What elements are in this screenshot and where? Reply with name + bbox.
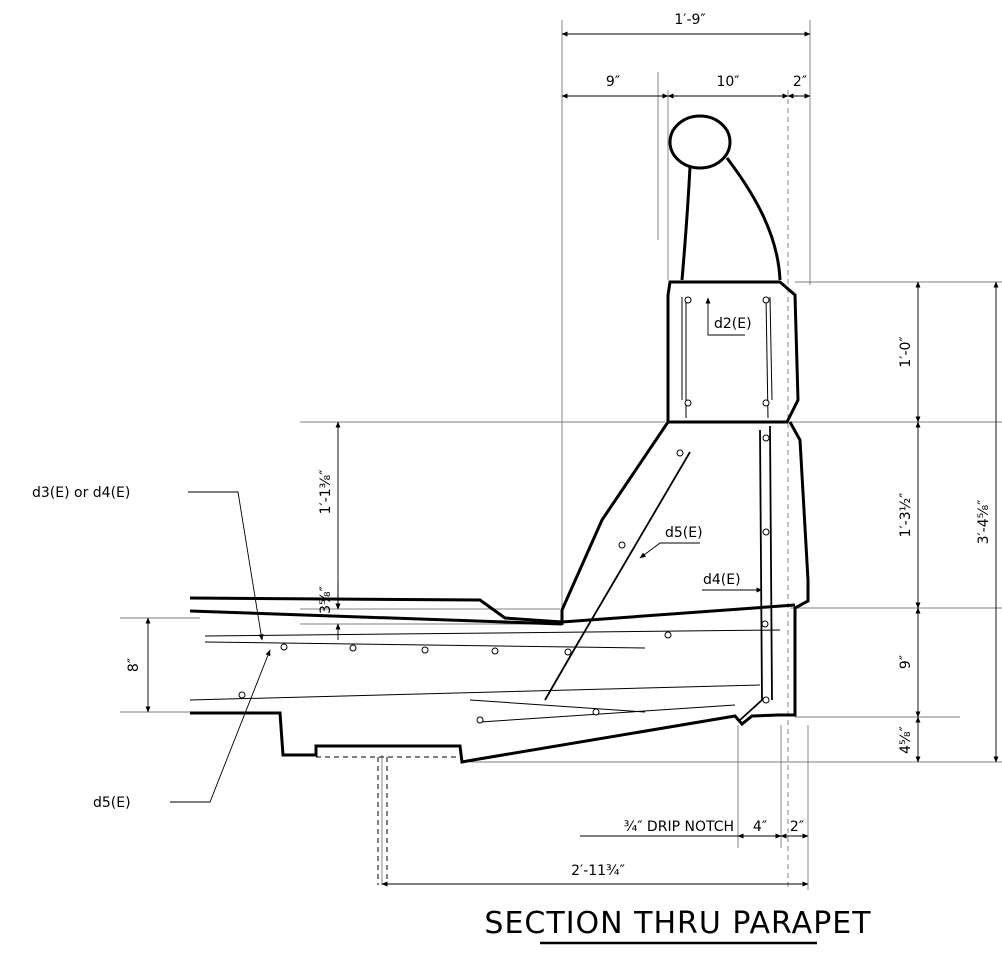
parapet-cap bbox=[666, 280, 800, 424]
dim-seg-2-top: 2″ bbox=[793, 74, 807, 90]
top-dimensions bbox=[561, 31, 811, 99]
dim-drip-notch: ¾″ DRIP NOTCH bbox=[624, 819, 734, 835]
right-dimensions bbox=[915, 281, 999, 763]
dim-bottom-total: 2′-11¾″ bbox=[571, 863, 625, 879]
label-d5-lower: d5(E) bbox=[93, 795, 131, 811]
reinforcement bbox=[189, 296, 781, 724]
label-d3-or-d4: d3(E) or d4(E) bbox=[32, 485, 130, 501]
left-dimensions bbox=[145, 421, 341, 713]
dim-left-1-1-3-8: 1′-1⅜″ bbox=[318, 470, 334, 515]
dim-seg-10: 10″ bbox=[716, 74, 739, 90]
label-d2: d2(E) bbox=[714, 316, 752, 332]
dim-left-3-5-8: 3⅝″ bbox=[318, 586, 334, 614]
parapet-body bbox=[189, 421, 810, 885]
bottom-dimensions bbox=[381, 833, 809, 887]
dim-overall-height: 3′-4⅝″ bbox=[976, 500, 992, 545]
drawing-title: SECTION THRU PARAPET bbox=[484, 906, 871, 941]
extension-lines bbox=[120, 20, 1002, 890]
dim-seg-9: 9″ bbox=[606, 74, 620, 90]
dim-top-width: 1′-9″ bbox=[674, 12, 705, 28]
leaders bbox=[170, 297, 763, 803]
dim-left-8: 8″ bbox=[126, 658, 142, 672]
label-d5-upper: d5(E) bbox=[665, 525, 703, 541]
dim-right-1-0: 1′-0″ bbox=[898, 336, 914, 367]
dim-right-4-5-8: 4⅝″ bbox=[898, 726, 914, 754]
label-d4: d4(E) bbox=[703, 572, 741, 588]
dim-right-1-3-half: 1′-3½″ bbox=[898, 493, 914, 538]
handrail bbox=[668, 114, 782, 281]
dim-right-9: 9″ bbox=[898, 655, 914, 669]
dim-bot-4: 4″ bbox=[753, 819, 767, 835]
dim-bot-2: 2″ bbox=[790, 819, 804, 835]
